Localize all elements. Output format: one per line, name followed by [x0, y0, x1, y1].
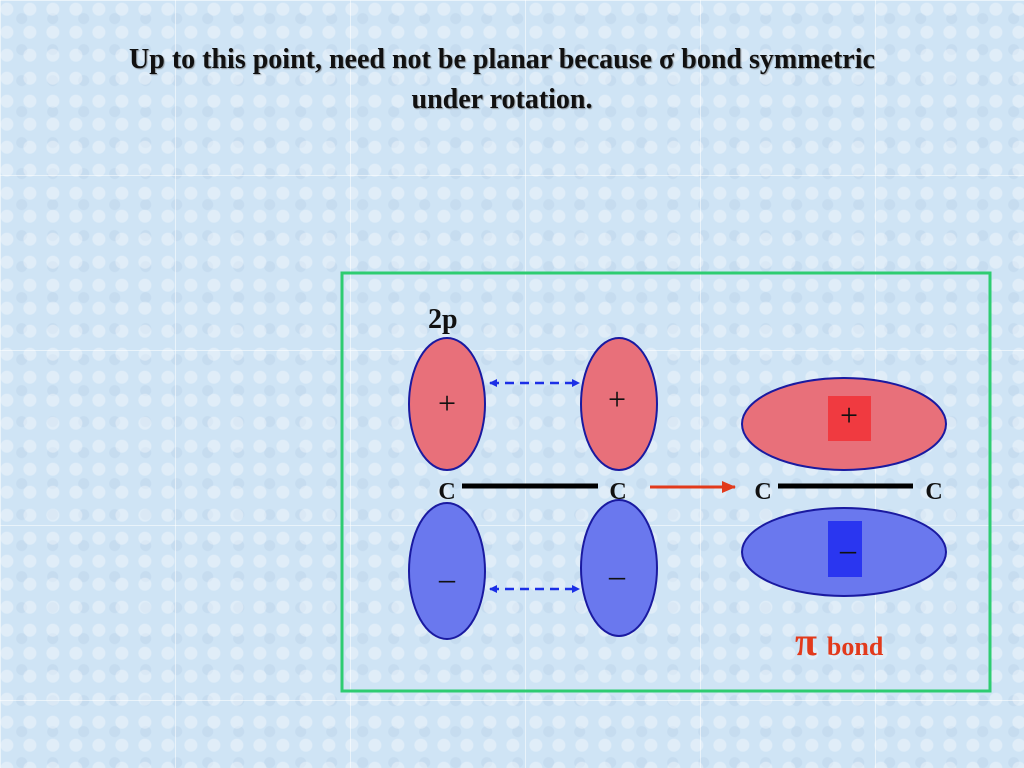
pi-plus-box — [828, 396, 871, 441]
pi-lower-minus: – — [839, 531, 857, 567]
right-lower-lobe — [580, 499, 658, 637]
right-lower-minus: – — [608, 557, 626, 593]
right-carbon-1: C — [754, 479, 771, 505]
right-carbon-2: C — [925, 479, 942, 505]
pi-symbol: π — [795, 619, 817, 664]
pi-bond-label: π bond — [795, 619, 884, 664]
pi-minus-box — [828, 521, 862, 577]
slide-title: Up to this point, need not be planar bec… — [20, 40, 984, 120]
left-upper-plus: + — [438, 385, 456, 421]
title-line-1: Up to this point, need not be planar bec… — [129, 44, 875, 75]
right-upper-plus: + — [608, 381, 626, 417]
left-upper-lobe — [408, 337, 486, 471]
left-lower-lobe — [408, 502, 486, 640]
pi-bond-word: bond — [827, 632, 884, 661]
title-line-2: under rotation. — [411, 84, 593, 115]
left-carbon-2: C — [609, 479, 626, 505]
orbital-label-2p: 2p — [428, 304, 458, 335]
diagram-frame — [340, 271, 992, 693]
left-lower-minus: – — [438, 560, 456, 596]
left-carbon-1: C — [438, 479, 455, 505]
pi-upper-plus: + — [840, 397, 858, 433]
right-upper-lobe — [580, 337, 658, 471]
